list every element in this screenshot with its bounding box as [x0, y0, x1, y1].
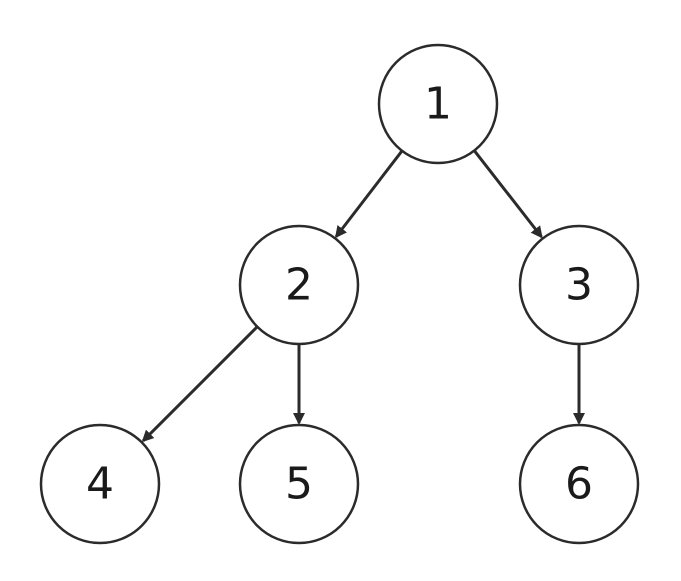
tree-node-6: 6	[518, 423, 640, 545]
node-circle	[518, 423, 640, 545]
edge-n1-n3	[473, 149, 543, 239]
node-circle	[377, 43, 499, 165]
tree-node-2: 2	[238, 224, 360, 346]
node-label: 2	[285, 260, 313, 311]
tree-node-5: 5	[238, 423, 360, 545]
node-label: 1	[424, 79, 452, 130]
node-circle	[518, 224, 640, 346]
node-label: 6	[565, 459, 593, 510]
edges-layer	[141, 149, 585, 443]
tree-node-3: 3	[518, 224, 640, 346]
tree-node-4: 4	[39, 423, 161, 545]
node-circle	[238, 423, 360, 545]
node-label: 4	[86, 459, 114, 510]
nodes-layer: 1 2 3 4 5 6	[39, 43, 640, 545]
node-label: 3	[565, 260, 593, 311]
node-circle	[238, 224, 360, 346]
tree-node-1: 1	[377, 43, 499, 165]
node-label: 5	[285, 459, 313, 510]
edge-n2-n4	[141, 325, 259, 443]
edge-n1-n2	[334, 149, 404, 239]
node-circle	[39, 423, 161, 545]
